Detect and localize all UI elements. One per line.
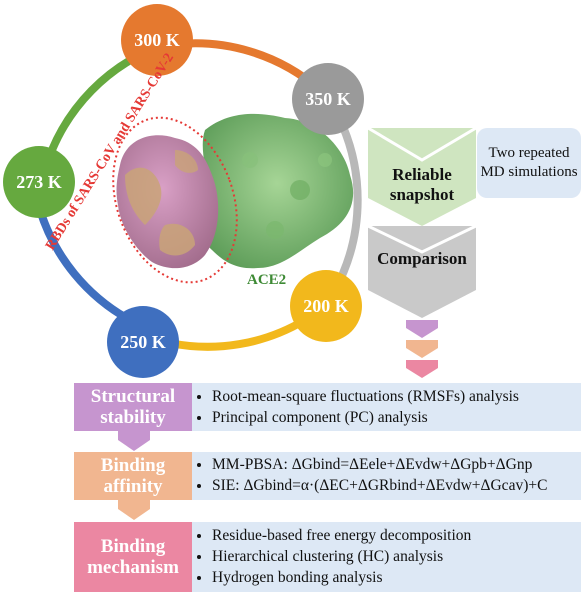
structural-stability-title: Structural stability [74,383,192,431]
temp-circle-350k: 350 K [292,63,364,135]
binding-affinity-title: Binding affinity [74,452,192,500]
reliable-snapshot-chevron [368,128,476,226]
mechanism-item: Residue-based free energy decomposition [212,525,581,546]
mmpbsa-line: MM-PBSA: ΔGbind=ΔEele+ΔEvdw+ΔGpb+ΔGnp [212,454,581,475]
structural-item: Root-mean-square fluctuations (RMSFs) an… [212,386,581,407]
comparison-label: Comparison [377,249,467,268]
ring-arc-250-200 [166,316,309,351]
sie-label: SIE: [212,477,240,494]
rbd-protein [116,135,219,269]
mmpbsa-label: MM-PBSA: [212,456,288,473]
ring-arc-273-250 [36,206,134,324]
binding-mechanism-details: Residue-based free energy decomposition … [192,522,581,592]
mmpbsa-equation: ΔGbind=ΔEele+ΔEvdw+ΔGpb+ΔGnp [291,456,533,473]
ace2-protein [200,113,354,269]
small-arrow-pink [406,360,438,378]
mechanism-item: Hierarchical clustering (HC) analysis [212,546,581,567]
comparison-chevron [368,226,476,318]
rbd-highlight-ellipse [112,116,238,284]
binding-mechanism-title: Binding mechanism [74,522,192,592]
ace2-label: ACE2 [247,272,287,288]
structural-stability-details: Root-mean-square fluctuations (RMSFs) an… [192,383,581,431]
chevron-peach [118,500,150,520]
chevron-purple [118,431,150,451]
small-arrow-purple [406,320,438,338]
temp-circle-250k: 250 K [107,306,179,378]
sie-line: SIE: ΔGbind=α·(ΔEC+ΔGRbind+ΔEvdw+ΔGcav)+… [212,475,581,496]
mechanism-item: Hydrogen bonding analysis [212,567,581,588]
binding-affinity-details: MM-PBSA: ΔGbind=ΔEele+ΔEvdw+ΔGpb+ΔGnp SI… [192,452,581,500]
temp-circle-300k: 300 K [121,4,193,76]
ring-arc-350-200 [331,106,362,294]
temp-circle-200k: 200 K [290,270,362,342]
temp-circle-273k: 273 K [3,146,75,218]
sie-equation: ΔGbind=α·(ΔEC+ΔGRbind+ΔEvdw+ΔGcav)+C [243,477,548,494]
structural-item: Principal component (PC) analysis [212,407,581,428]
md-simulations-note: Two repeated MD simulations [477,128,581,198]
small-arrow-peach [406,340,438,358]
reliable-snapshot-label: Reliable snapshot [389,165,455,204]
